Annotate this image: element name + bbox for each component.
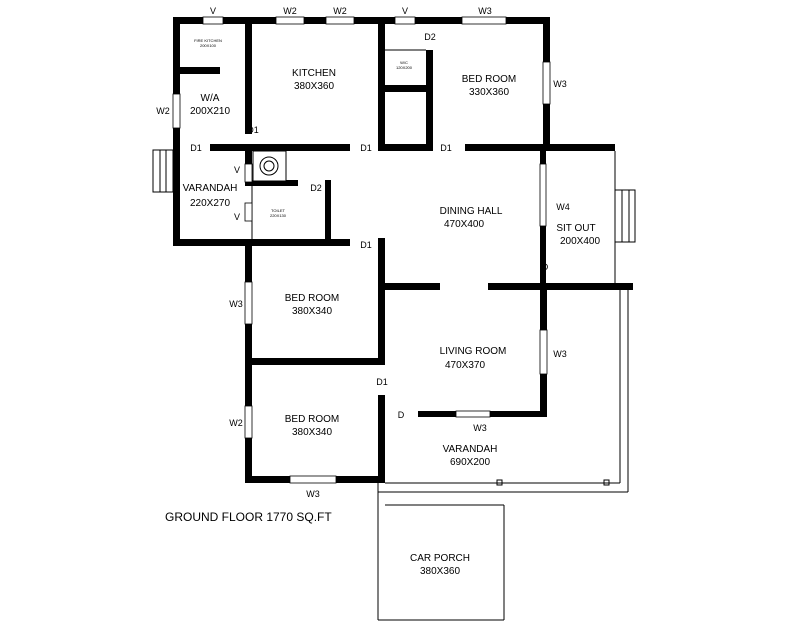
- window-wa-w2: [172, 93, 181, 129]
- window-top-w2-1: [275, 16, 305, 25]
- window-bed3-w3: [289, 475, 337, 484]
- room-labels: KITCHEN 380X360 BED ROOM 330X360 W/A 200…: [183, 68, 601, 577]
- mark-w3-top: W3: [478, 6, 492, 16]
- mark-d2-top: D2: [424, 32, 436, 42]
- window-bed3-w2: [244, 405, 253, 439]
- mark-w2-top-1: W2: [283, 6, 297, 16]
- wall-wa-stub: [180, 67, 220, 74]
- plan-title: GROUND FLOOR 1770 SQ.FT: [165, 510, 332, 524]
- wall-toilet-top: [245, 180, 298, 186]
- wall-bed2-left: [245, 246, 252, 478]
- living-room-name: LIVING ROOM: [440, 346, 507, 357]
- mark-v-top-left: V: [210, 6, 216, 16]
- mark-d1-kitchen: D1: [360, 143, 372, 153]
- tiny-label-line: W/C: [400, 60, 408, 65]
- living-room-size: 470X370: [445, 360, 485, 371]
- front-varandah-name: VARANDAH: [443, 444, 498, 455]
- mark-w2-top-2: W2: [333, 6, 347, 16]
- wall-center-v1: [378, 238, 385, 364]
- mark-v-toilet-2: V: [234, 212, 240, 222]
- wall-top: [173, 17, 550, 24]
- mark-w3-living: W3: [553, 349, 567, 359]
- wall-kitchen-left: [245, 24, 252, 134]
- tiny-label-line: TOILET: [271, 208, 285, 213]
- car-porch-size: 380X360: [420, 566, 460, 577]
- wall-toilet-right: [325, 180, 331, 242]
- dining-hall-size: 470X400: [444, 219, 484, 230]
- front-varandah-size: 690X200: [450, 457, 490, 468]
- thin-lines: [152, 49, 636, 621]
- window-living-w3: [539, 329, 548, 375]
- work-area-name: W/A: [201, 93, 220, 104]
- work-area-size: 200X210: [190, 106, 230, 117]
- window-sitout-w4: [539, 163, 547, 227]
- kitchen-size: 380X360: [294, 81, 334, 92]
- window-toilet-v1: [244, 163, 253, 183]
- wall-h240: [173, 239, 350, 246]
- wall-h362: [252, 358, 385, 365]
- tiny-label-line: 220X130: [270, 213, 287, 218]
- mark-w2-wa: W2: [156, 106, 170, 116]
- mark-w4-sitout: W4: [556, 202, 570, 212]
- mark-v-top-mid: V: [402, 6, 408, 16]
- rear-varandah-name: VARANDAH: [183, 183, 238, 194]
- window-top-v-mid: [394, 16, 416, 25]
- wall-mid-h1: [210, 144, 350, 151]
- wall-mid-h3: [465, 144, 615, 151]
- mark-w3-bed3: W3: [306, 489, 320, 499]
- wall-bed1-left: [426, 50, 433, 150]
- bed-room-2-size: 380X340: [292, 306, 332, 317]
- wall-h285-a: [385, 283, 440, 290]
- window-top-v-left: [202, 16, 224, 25]
- window-living-bottom-w3: [455, 410, 491, 418]
- bed-room-3-size: 380X340: [292, 427, 332, 438]
- mark-d-living: D: [398, 410, 405, 420]
- sit-out-size: 200X400: [560, 236, 600, 247]
- mark-d1-left: D1: [190, 143, 202, 153]
- kitchen-name: KITCHEN: [292, 68, 336, 79]
- window-top-w2-2: [325, 16, 355, 25]
- dining-hall-name: DINING HALL: [440, 206, 503, 217]
- wall-center-v2: [378, 395, 385, 480]
- window-bed2-w3: [244, 281, 253, 325]
- bed-room-3-name: BED ROOM: [285, 414, 339, 425]
- wall-toilet-left-top: [245, 151, 252, 165]
- tiny-label-line: 200X100: [200, 43, 217, 48]
- wall-kitchen-right: [378, 24, 385, 150]
- tiny-label-line: 120X200: [396, 65, 413, 70]
- bed-room-1-name: BED ROOM: [462, 74, 516, 85]
- windows: [172, 16, 551, 484]
- wall-mid-h2: [378, 144, 433, 151]
- mark-w2-bed3: W2: [229, 418, 243, 428]
- mark-d2-toilet: D2: [310, 183, 322, 193]
- wall-h285-b: [488, 283, 633, 290]
- car-porch-name: CAR PORCH: [410, 553, 470, 564]
- marks: V W2 W2 V W3 D2 W3 W2 D1 D1 D1 D1 V D2 V…: [156, 6, 570, 499]
- tiny-label-line: FIRE KITCHEN: [194, 38, 222, 43]
- mark-w3-bed1: W3: [553, 79, 567, 89]
- mark-d1-bed3: D1: [376, 377, 388, 387]
- mark-d1-bed1: D1: [440, 143, 452, 153]
- mark-v-toilet-1: V: [234, 165, 240, 175]
- window-top-w3: [461, 16, 507, 25]
- rear-varandah-size: 220X270: [190, 198, 230, 209]
- sit-out-name: SIT OUT: [556, 223, 595, 234]
- wall-left-upper: [173, 17, 180, 245]
- window-bed1-w3: [542, 61, 551, 105]
- mark-w3-bed2: W3: [229, 299, 243, 309]
- mark-d1-wa: D1: [247, 125, 259, 135]
- window-toilet-v2: [244, 202, 253, 222]
- wall-wc-bottom: [385, 85, 428, 92]
- mark-d1-toilet: D1: [360, 240, 372, 250]
- mark-w3-living-bottom: W3: [473, 423, 487, 433]
- bed-room-1-size: 330X360: [469, 87, 509, 98]
- bed-room-2-name: BED ROOM: [285, 293, 339, 304]
- mark-d-sitout: D: [542, 262, 549, 272]
